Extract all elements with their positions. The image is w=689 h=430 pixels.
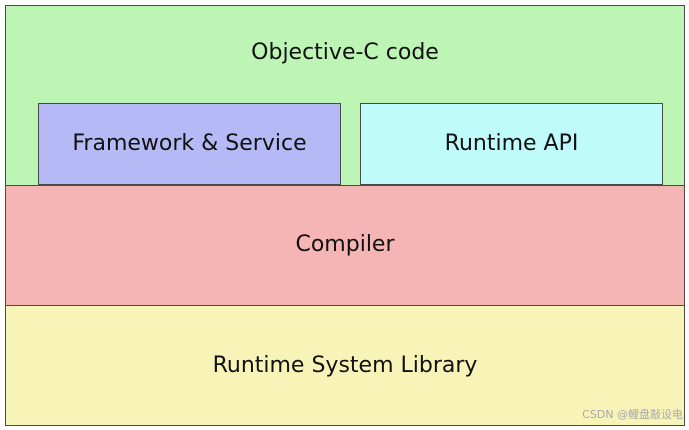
runtime-api-box: Runtime API: [360, 103, 663, 185]
runtime-system-library-label: Runtime System Library: [212, 353, 478, 378]
runtime-system-library-layer: Runtime System Library: [5, 305, 685, 426]
objective-c-code-label: Objective-C code: [251, 40, 439, 65]
runtime-api-label: Runtime API: [444, 131, 579, 156]
compiler-layer: Compiler: [5, 185, 685, 306]
framework-service-label: Framework & Service: [72, 131, 307, 156]
framework-service-box: Framework & Service: [38, 103, 341, 185]
watermark: CSDN @鲤盘敲设电: [582, 408, 683, 421]
objective-c-code-layer: Objective-C code Framework & Service Run…: [5, 5, 685, 186]
compiler-label: Compiler: [295, 232, 395, 257]
